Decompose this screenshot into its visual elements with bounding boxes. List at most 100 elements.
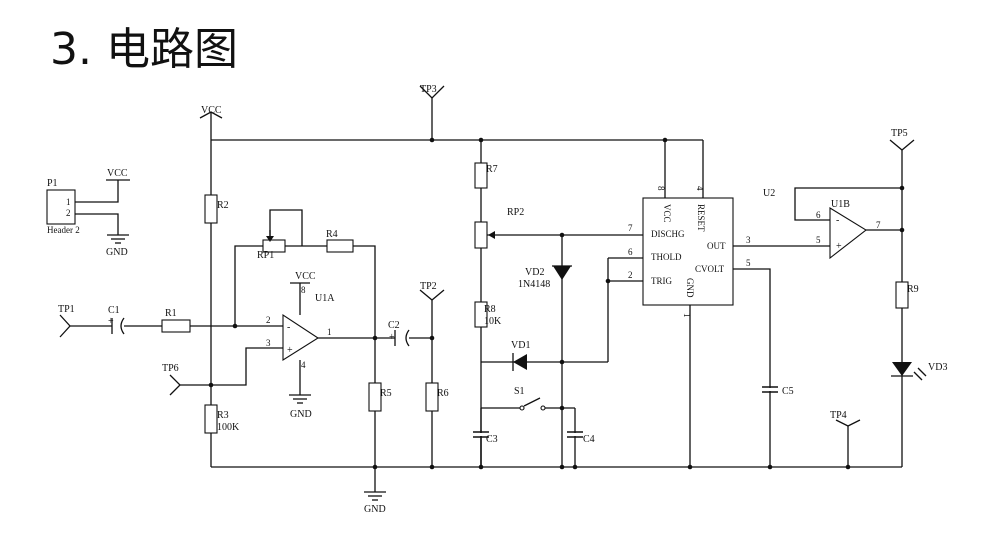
label-c5: C5 bbox=[782, 386, 794, 397]
rp1-wiper-arrow-icon bbox=[266, 236, 274, 242]
diode-vd2 bbox=[552, 265, 572, 280]
opamp-u1a bbox=[282, 313, 320, 361]
label-u1a-minus: - bbox=[287, 322, 290, 333]
label-u1a-pin8: 8 bbox=[301, 285, 306, 295]
label-u1a-plus: + bbox=[287, 345, 293, 356]
label-u2-pin6: 6 bbox=[628, 247, 633, 257]
label-u2-pin5: 5 bbox=[746, 258, 751, 268]
junctions bbox=[208, 137, 905, 470]
label-u1b: U1B bbox=[831, 199, 850, 210]
label-vd2: VD2 bbox=[525, 267, 544, 278]
potentiometer-rp1 bbox=[262, 239, 286, 253]
resistor-r4 bbox=[326, 239, 354, 253]
label-u2-out: OUT bbox=[707, 241, 726, 251]
timer-ic-u2 bbox=[642, 197, 734, 306]
label-u2-thold: THOLD bbox=[651, 252, 682, 262]
label-u2-pin8: 8 bbox=[656, 186, 666, 191]
page-title: 3. 电路图 bbox=[50, 24, 238, 75]
label-c1-plus: + bbox=[108, 316, 114, 327]
resistor-r9 bbox=[895, 281, 909, 309]
label-r3: R3 bbox=[217, 410, 229, 421]
rp2-wiper-arrow-icon bbox=[488, 231, 495, 239]
label-vd3: VD3 bbox=[928, 362, 947, 373]
label-tp6: TP6 bbox=[162, 363, 179, 374]
label-tp1: TP1 bbox=[58, 304, 75, 315]
diode-vd1 bbox=[512, 353, 527, 371]
label-u2-pin1: 1 bbox=[682, 313, 692, 318]
testpoint-tp2-icon bbox=[419, 289, 445, 301]
label-u2-pin7: 7 bbox=[628, 223, 633, 233]
label-vd2-value: 1N4148 bbox=[518, 279, 550, 290]
label-u1b-plus: + bbox=[836, 241, 842, 252]
label-r8-value: 10K bbox=[484, 316, 502, 327]
label-p1: P1 bbox=[47, 178, 58, 189]
label-u1a-pin1: 1 bbox=[327, 327, 332, 337]
wires bbox=[70, 98, 903, 492]
label-c2: C2 bbox=[388, 320, 400, 331]
label-r1: R1 bbox=[165, 308, 177, 319]
label-gnd-main: GND bbox=[364, 504, 386, 515]
capacitor-c2 bbox=[394, 329, 410, 347]
label-r3-value: 100K bbox=[217, 422, 240, 433]
label-u2: U2 bbox=[763, 188, 775, 199]
label-tp3: TP3 bbox=[420, 84, 437, 95]
label-r4: R4 bbox=[326, 229, 338, 240]
led-vd3 bbox=[891, 362, 927, 381]
label-u2-gnd: GND bbox=[685, 278, 695, 298]
testpoint-tp6-icon bbox=[169, 374, 181, 396]
label-p1-pin2: 2 bbox=[66, 208, 71, 218]
label-u1b-pin7: 7 bbox=[876, 220, 881, 230]
resistor-r7 bbox=[474, 162, 488, 189]
label-p1-pin1: 1 bbox=[66, 197, 71, 207]
resistor-r2 bbox=[204, 194, 218, 224]
label-c3: C3 bbox=[486, 434, 498, 445]
testpoint-tp3-icon bbox=[419, 85, 445, 99]
capacitor-c1 bbox=[111, 317, 125, 335]
label-u2-pin3: 3 bbox=[746, 235, 751, 245]
label-u2-trig: TRIG bbox=[651, 276, 672, 286]
testpoint-tp5-icon bbox=[889, 139, 915, 151]
switch-s1 bbox=[519, 397, 546, 411]
label-tp4: TP4 bbox=[830, 410, 847, 421]
label-c2-plus: + bbox=[389, 332, 395, 343]
ground-u1a-icon bbox=[289, 394, 311, 404]
label-u1a: U1A bbox=[315, 293, 335, 304]
label-tp2: TP2 bbox=[420, 281, 437, 292]
resistor-r6 bbox=[425, 382, 439, 412]
resistor-r3 bbox=[204, 404, 218, 434]
label-u2-pin2: 2 bbox=[628, 270, 633, 280]
label-u2-cvolt: CVOLT bbox=[695, 264, 725, 274]
label-r5: R5 bbox=[380, 388, 392, 399]
label-u2-dischg: DISCHG bbox=[651, 229, 685, 239]
label-rp2: RP2 bbox=[507, 207, 524, 218]
label-u1b-pin6: 6 bbox=[816, 210, 821, 220]
label-u2-vcc: VCC bbox=[662, 204, 672, 223]
label-u2-reset: RESET bbox=[696, 204, 706, 232]
label-vcc-u1a: VCC bbox=[295, 271, 316, 282]
label-header: Header 2 bbox=[47, 225, 80, 235]
label-u1b-minus: - bbox=[836, 215, 839, 226]
label-c4: C4 bbox=[583, 434, 595, 445]
label-vd1: VD1 bbox=[511, 340, 530, 351]
resistor-r8 bbox=[474, 301, 488, 328]
label-u1b-pin5: 5 bbox=[816, 235, 821, 245]
opamp-u1b bbox=[829, 207, 867, 260]
label-r6: R6 bbox=[437, 388, 449, 399]
label-u1a-pin3: 3 bbox=[266, 338, 271, 348]
label-r7: R7 bbox=[486, 164, 498, 175]
potentiometer-rp2 bbox=[474, 221, 488, 249]
label-vcc-p1: VCC bbox=[107, 168, 128, 179]
testpoint-tp1-icon bbox=[59, 314, 71, 338]
label-gnd-p1: GND bbox=[106, 247, 128, 258]
label-c1: C1 bbox=[108, 305, 120, 316]
ground-p1-icon bbox=[107, 234, 129, 244]
label-gnd-u1a: GND bbox=[290, 409, 312, 420]
label-r9: R9 bbox=[907, 284, 919, 295]
testpoint-tp4-icon bbox=[835, 419, 861, 427]
label-rp1: RP1 bbox=[257, 250, 274, 261]
label-vcc-top: VCC bbox=[201, 105, 222, 116]
label-u1a-pin2: 2 bbox=[266, 315, 271, 325]
label-u1a-pin4: 4 bbox=[301, 360, 306, 370]
ground-main-icon bbox=[364, 491, 386, 501]
